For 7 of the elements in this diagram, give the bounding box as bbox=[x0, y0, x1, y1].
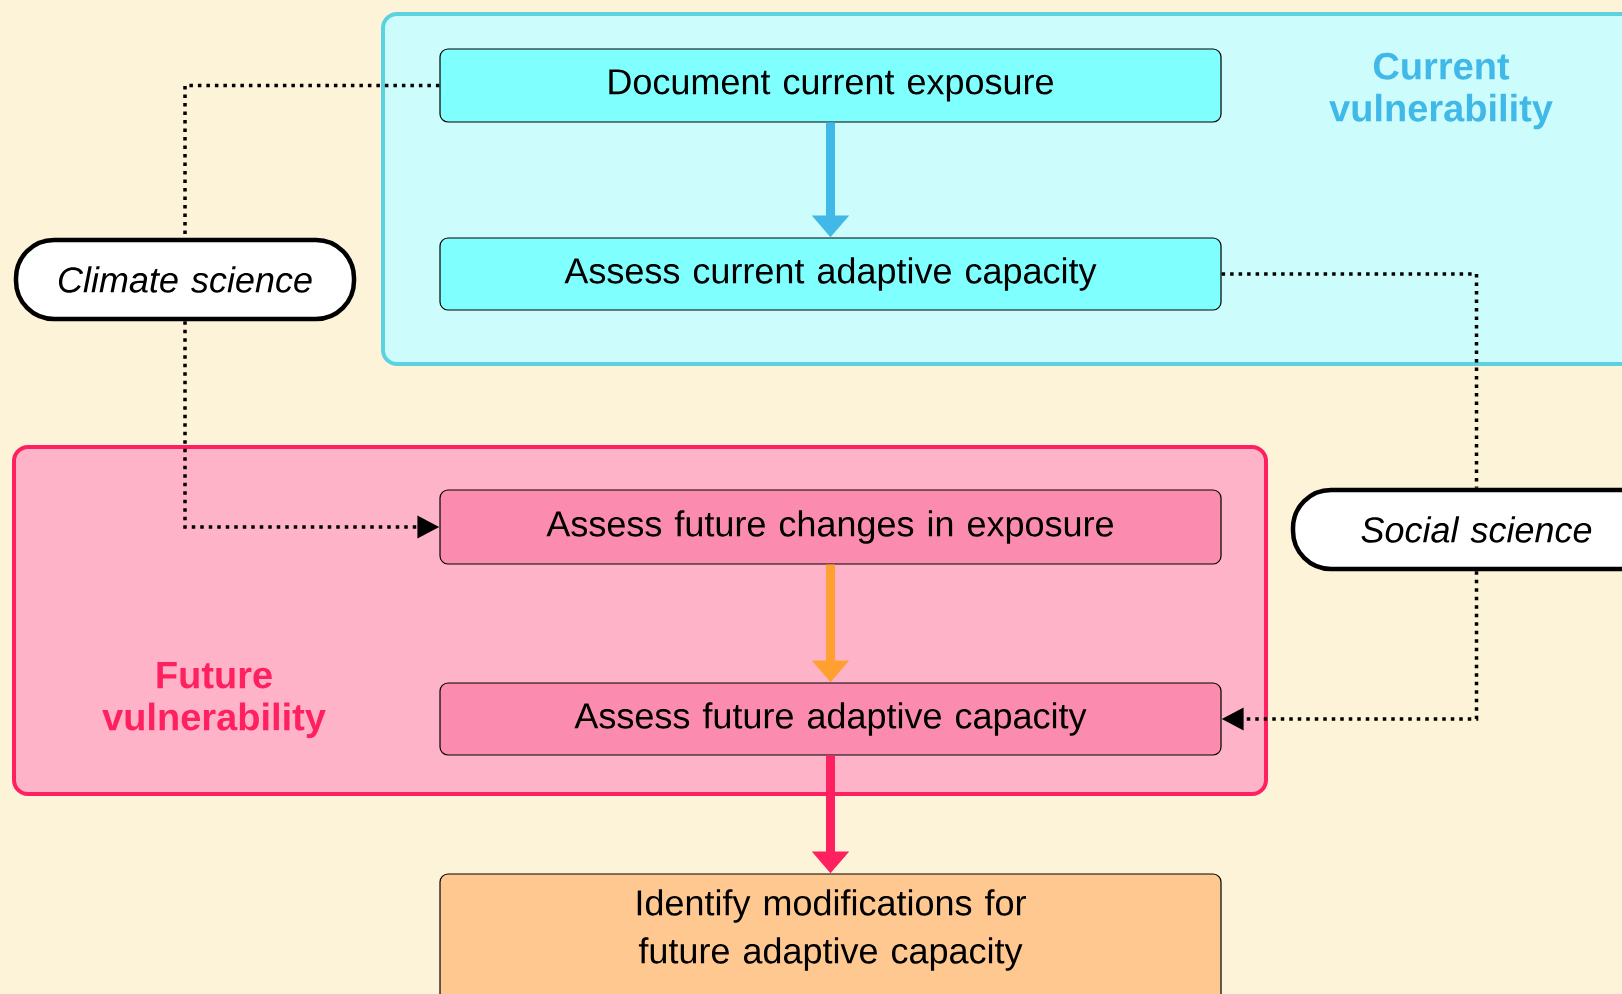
discipline-pill: Social science bbox=[1290, 487, 1622, 572]
process-box: Document current exposure bbox=[439, 48, 1222, 123]
process-box: Assess current adaptive capacity bbox=[439, 237, 1222, 311]
discipline-pill: Climate science bbox=[13, 237, 357, 322]
process-box: Assess future adaptive capacity bbox=[439, 682, 1222, 756]
process-box: Assess future changes in exposure bbox=[439, 489, 1222, 565]
process-box: Identify modifications for future adaptive capacity bbox=[439, 873, 1222, 994]
